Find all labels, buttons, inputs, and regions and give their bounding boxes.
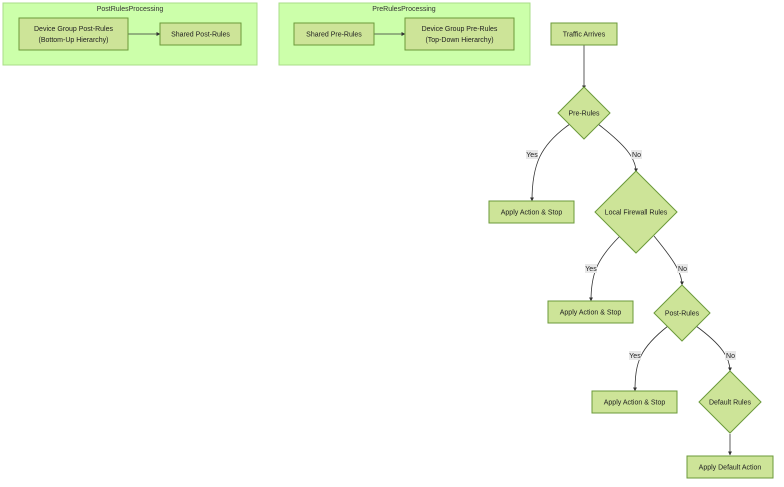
cluster-pre-title: PreRulesProcessing bbox=[372, 6, 436, 13]
node-apply-action-stop-2: Apply Action & Stop bbox=[547, 300, 634, 324]
node-post-rules-label: Post-Rules bbox=[665, 311, 700, 318]
node-default-rules-decision: Default Rules bbox=[698, 370, 762, 434]
node-shared-post-label: Shared Post-Rules bbox=[171, 32, 230, 39]
node-pre-rules-label: Pre-Rules bbox=[568, 111, 600, 118]
edge-label-yes-1: Yes bbox=[526, 150, 538, 159]
node-apply3-label: Apply Action & Stop bbox=[604, 400, 666, 407]
svg-text:Yes: Yes bbox=[526, 152, 538, 159]
svg-text:Yes: Yes bbox=[585, 266, 597, 273]
edge-prerules-yes bbox=[530, 123, 571, 202]
edge-localfw-no bbox=[653, 235, 684, 286]
edge-prerules-no bbox=[597, 123, 638, 173]
svg-text:No: No bbox=[678, 266, 687, 273]
edge-label-yes-3: Yes bbox=[629, 351, 641, 360]
node-apply-action-stop-1: Apply Action & Stop bbox=[488, 200, 575, 224]
node-dg-post-line2: (Bottom-Up Hierarchy) bbox=[38, 37, 108, 44]
node-local-fw-label: Local Firewall Rules bbox=[605, 210, 668, 217]
node-local-firewall-rules-decision: Local Firewall Rules bbox=[594, 170, 678, 254]
edge-label-no-2: No bbox=[677, 264, 688, 273]
svg-text:Yes: Yes bbox=[629, 353, 641, 360]
node-default-rules-label: Default Rules bbox=[709, 400, 752, 407]
edge-postrules-yes bbox=[633, 325, 669, 392]
node-apply2-label: Apply Action & Stop bbox=[560, 310, 622, 317]
node-dg-post-line1: Device Group Post-Rules bbox=[34, 26, 113, 33]
node-device-group-pre-rules: Device Group Pre-Rules (Top-Down Hierarc… bbox=[404, 17, 515, 51]
node-apply-default-action: Apply Default Action bbox=[686, 455, 774, 479]
edge-label-no-1: No bbox=[631, 150, 642, 159]
edge-label-no-3: No bbox=[725, 351, 736, 360]
node-device-group-post-rules: Device Group Post-Rules (Bottom-Up Hiera… bbox=[18, 17, 129, 51]
node-shared-post-rules: Shared Post-Rules bbox=[159, 22, 242, 46]
node-traffic-label: Traffic Arrives bbox=[563, 32, 606, 39]
node-shared-pre-rules: Shared Pre-Rules bbox=[293, 22, 375, 46]
edge-postrules-no bbox=[695, 325, 732, 372]
edge-label-yes-2: Yes bbox=[585, 264, 597, 273]
node-apply1-label: Apply Action & Stop bbox=[501, 210, 563, 217]
node-apply-action-stop-3: Apply Action & Stop bbox=[591, 390, 678, 414]
node-pre-rules-decision: Pre-Rules bbox=[557, 86, 611, 140]
svg-text:No: No bbox=[726, 353, 735, 360]
node-shared-pre-label: Shared Pre-Rules bbox=[306, 32, 362, 39]
node-default-action-label: Apply Default Action bbox=[699, 465, 762, 472]
node-dg-pre-line2: (Top-Down Hierarchy) bbox=[425, 37, 493, 44]
cluster-post-title: PostRulesProcessing bbox=[97, 6, 164, 13]
node-dg-pre-line1: Device Group Pre-Rules bbox=[422, 26, 498, 33]
svg-text:No: No bbox=[632, 152, 641, 159]
node-post-rules-decision: Post-Rules bbox=[653, 284, 711, 342]
node-traffic-arrives: Traffic Arrives bbox=[550, 22, 618, 46]
